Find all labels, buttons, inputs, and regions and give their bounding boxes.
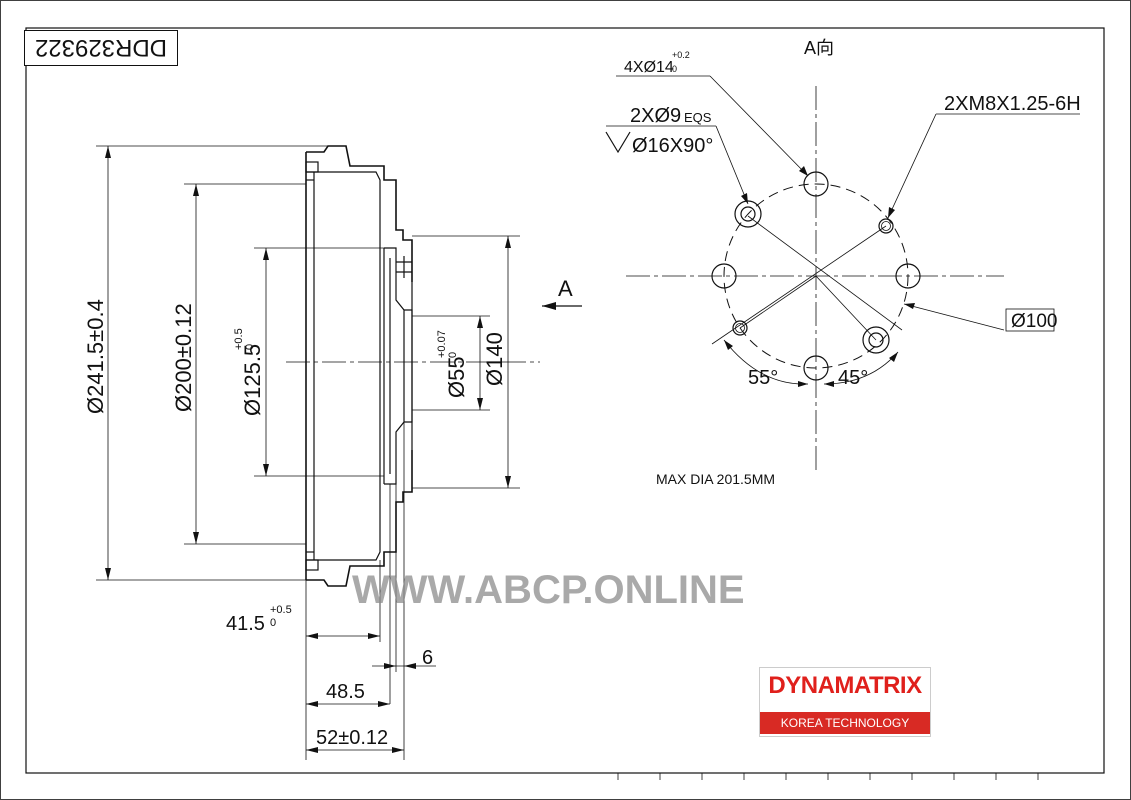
section-arrow-label: A bbox=[558, 276, 573, 301]
drawing-frame bbox=[25, 27, 1105, 774]
end-view-a bbox=[626, 86, 1004, 472]
thread-label: 2XM8X1.25-6H bbox=[944, 93, 1081, 115]
bolt-holes-tol-bot: 0 bbox=[672, 64, 677, 74]
section-view bbox=[286, 145, 540, 587]
section-arrow-a bbox=[542, 302, 582, 310]
bolt-holes-tol-top: +0.2 bbox=[672, 50, 690, 60]
angle-right-label: 45° bbox=[838, 367, 868, 389]
bolt-hole-top bbox=[803, 171, 829, 197]
center-dia-tol-top: +0.07 bbox=[436, 330, 448, 358]
horizontal-dimensions bbox=[305, 422, 436, 760]
bolt-hole-bottom bbox=[803, 355, 829, 381]
total-length-label: 52±0.12 bbox=[316, 727, 388, 749]
angle-left-label: 55° bbox=[748, 367, 778, 389]
bolt-hole-right bbox=[895, 263, 921, 289]
part-code-box: DDR329322 bbox=[24, 30, 178, 66]
hub-dia-tol-top: +0.5 bbox=[233, 328, 245, 350]
small-holes-label: 2XØ9 bbox=[630, 105, 681, 127]
depth-tol-top: +0.5 bbox=[270, 604, 292, 616]
vertical-dimensions bbox=[96, 145, 520, 581]
pcd-label: Ø100 bbox=[1011, 311, 1057, 332]
bolt-holes-label: 4XØ14 bbox=[624, 59, 674, 76]
depth-label: 41.5 bbox=[226, 613, 265, 635]
small-holes-eqs: EQS bbox=[684, 110, 712, 125]
max-dia-note: MAX DIA 201.5MM bbox=[656, 471, 775, 487]
pilot-dia-label: Ø140 bbox=[482, 332, 507, 386]
outer-dia-label: Ø241.5±0.4 bbox=[83, 299, 108, 414]
part-code: DDR329322 bbox=[34, 34, 168, 61]
frame-ticks bbox=[617, 773, 1039, 780]
bore-dia-label: Ø200±0.12 bbox=[171, 303, 196, 412]
leaders bbox=[605, 75, 1080, 332]
view-label: A向 bbox=[804, 38, 834, 58]
inner-length-label: 48.5 bbox=[326, 681, 365, 703]
brand-name: DYNAMATRIX bbox=[768, 672, 922, 699]
depth-tol-bot: 0 bbox=[270, 617, 276, 629]
center-dia-label: Ø55 bbox=[444, 356, 469, 398]
bolt-hole-left bbox=[711, 263, 737, 289]
brand-logo: DYNAMATRIX KOREA TECHNOLOGY bbox=[759, 667, 931, 737]
flange-thk-label: 6 bbox=[422, 647, 433, 669]
countersink-label: Ø16X90° bbox=[632, 135, 713, 157]
brand-tagline: KOREA TECHNOLOGY bbox=[760, 712, 930, 734]
hub-dia-label: Ø125.5 bbox=[240, 344, 265, 416]
hub-dia-tol-bot: 0 bbox=[244, 344, 256, 350]
center-dia-tol-bot: 0 bbox=[447, 352, 459, 358]
watermark: WWW.ABCP.ONLINE bbox=[352, 568, 745, 612]
